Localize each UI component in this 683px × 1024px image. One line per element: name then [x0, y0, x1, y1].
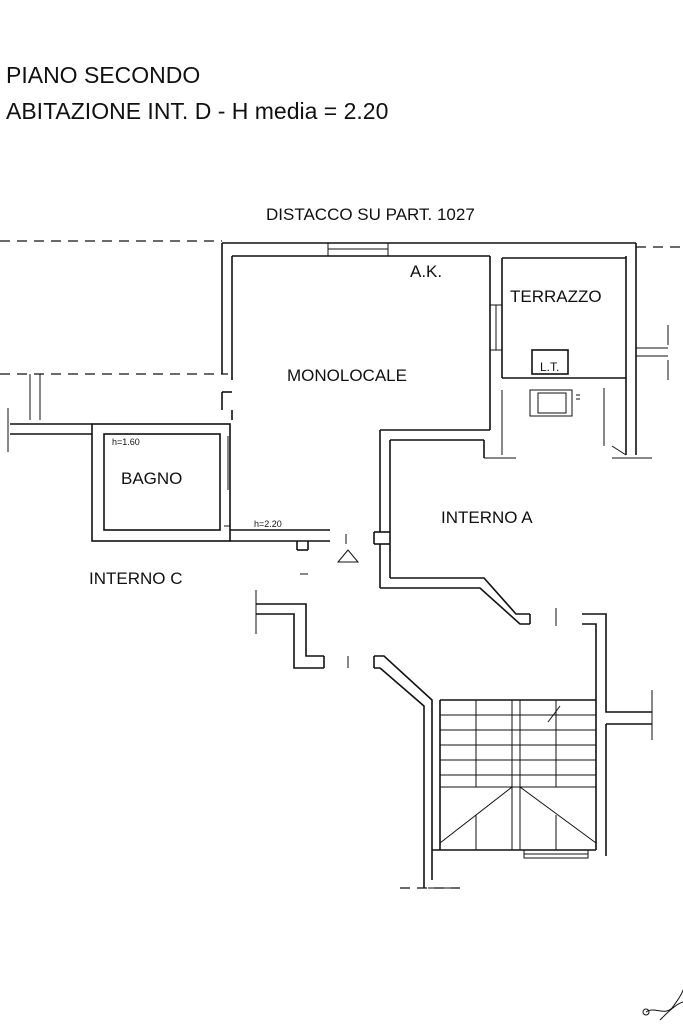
boundary-note: DISTACCO SU PART. 1027 [266, 205, 475, 224]
property-boundary [0, 240, 683, 889]
lightwell [529, 349, 580, 417]
interno-c-walls [255, 534, 360, 669]
exterior-walls [221, 242, 669, 455]
monolocale-walls [221, 388, 652, 588]
stair-core [373, 655, 597, 889]
room-label-interno-a: INTERNO A [441, 508, 533, 527]
plan-title-line2: ABITAZIONE INT. D - H media = 2.20 [6, 98, 388, 124]
bagno-height: h=1.60 [112, 437, 140, 447]
corridor-height: h=2.20 [254, 519, 282, 529]
left-structure [7, 374, 92, 452]
lightwell-label: L.T. [540, 360, 559, 374]
signature-mark [642, 989, 683, 1021]
room-label-ak: A.K. [410, 262, 442, 281]
interno-a-walls [380, 577, 653, 856]
room-label-bagno: BAGNO [121, 469, 182, 488]
bagno-walls [91, 423, 330, 551]
room-label-monolocale: MONOLOCALE [287, 366, 407, 385]
plan-title-line1: PIANO SECONDO [6, 62, 200, 88]
room-label-interno-c: INTERNO C [89, 569, 183, 588]
room-label-terrazzo: TERRAZZO [510, 287, 602, 306]
